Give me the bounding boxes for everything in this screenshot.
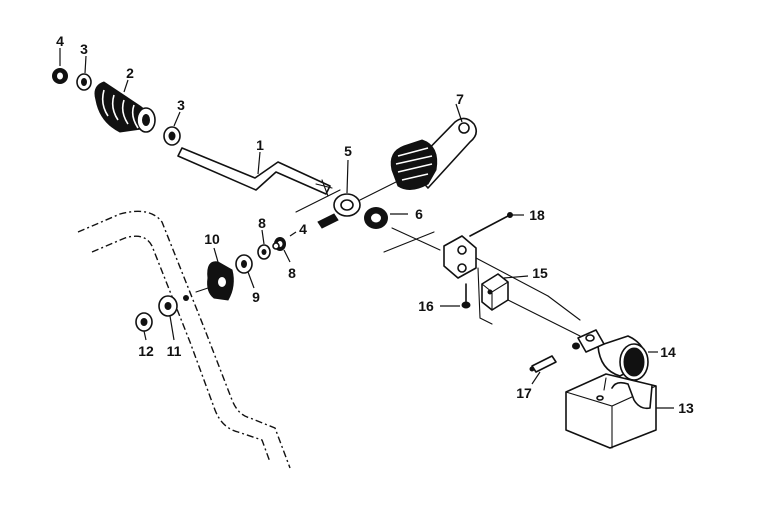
part-5-collar <box>317 193 361 229</box>
part-8-nut-a <box>257 244 271 260</box>
callout-12: 12 <box>138 343 154 359</box>
part-3-washer-b <box>163 126 181 146</box>
part-9-washer <box>235 254 253 274</box>
callout-9: 9 <box>252 289 260 305</box>
callout-4a: 4 <box>56 33 64 49</box>
part-15-block <box>477 267 509 325</box>
callout-15: 15 <box>532 265 548 281</box>
callout-10: 10 <box>204 231 220 247</box>
callout-14: 14 <box>660 344 676 360</box>
callout-7: 7 <box>456 91 464 107</box>
callout-2: 2 <box>126 65 134 81</box>
callout-labels: 4 3 2 3 1 5 7 6 18 15 16 17 14 13 10 9 8… <box>56 33 694 416</box>
part-16-bolt <box>461 283 471 309</box>
part-18-bolt <box>469 212 513 237</box>
part-7-shift-pedal <box>359 117 478 201</box>
part-17-pin <box>529 355 557 373</box>
callout-3a: 3 <box>80 41 88 57</box>
callout-4b: 4 <box>299 221 307 237</box>
part-4-nut-a <box>52 68 68 84</box>
linkage-rod <box>383 227 581 337</box>
callout-11: 11 <box>167 343 182 359</box>
callout-8b: 8 <box>288 265 296 281</box>
callout-13: 13 <box>678 400 694 416</box>
callout-18: 18 <box>529 207 545 223</box>
leader-lines <box>59 48 674 409</box>
part-12-nut <box>135 312 153 332</box>
part-2-shift-rubber <box>94 81 156 133</box>
part-10-shift-arm <box>195 261 234 301</box>
callout-3b: 3 <box>177 97 185 113</box>
part-1-shift-shaft <box>177 147 341 213</box>
callout-1: 1 <box>256 137 264 153</box>
frame-tube <box>77 210 291 469</box>
part-11-washer <box>158 295 189 317</box>
callout-17: 17 <box>516 385 532 401</box>
part-4-nut-b <box>272 242 280 250</box>
part-3-washer-a <box>76 73 92 91</box>
callout-16: 16 <box>418 298 434 314</box>
part-14-bushing <box>572 329 649 381</box>
part-6-washer <box>364 207 388 229</box>
callout-5: 5 <box>344 143 352 159</box>
callout-6: 6 <box>415 206 423 222</box>
link-bracket <box>443 235 581 321</box>
callout-8a: 8 <box>258 215 266 231</box>
part-13-mount-bracket <box>565 373 657 449</box>
